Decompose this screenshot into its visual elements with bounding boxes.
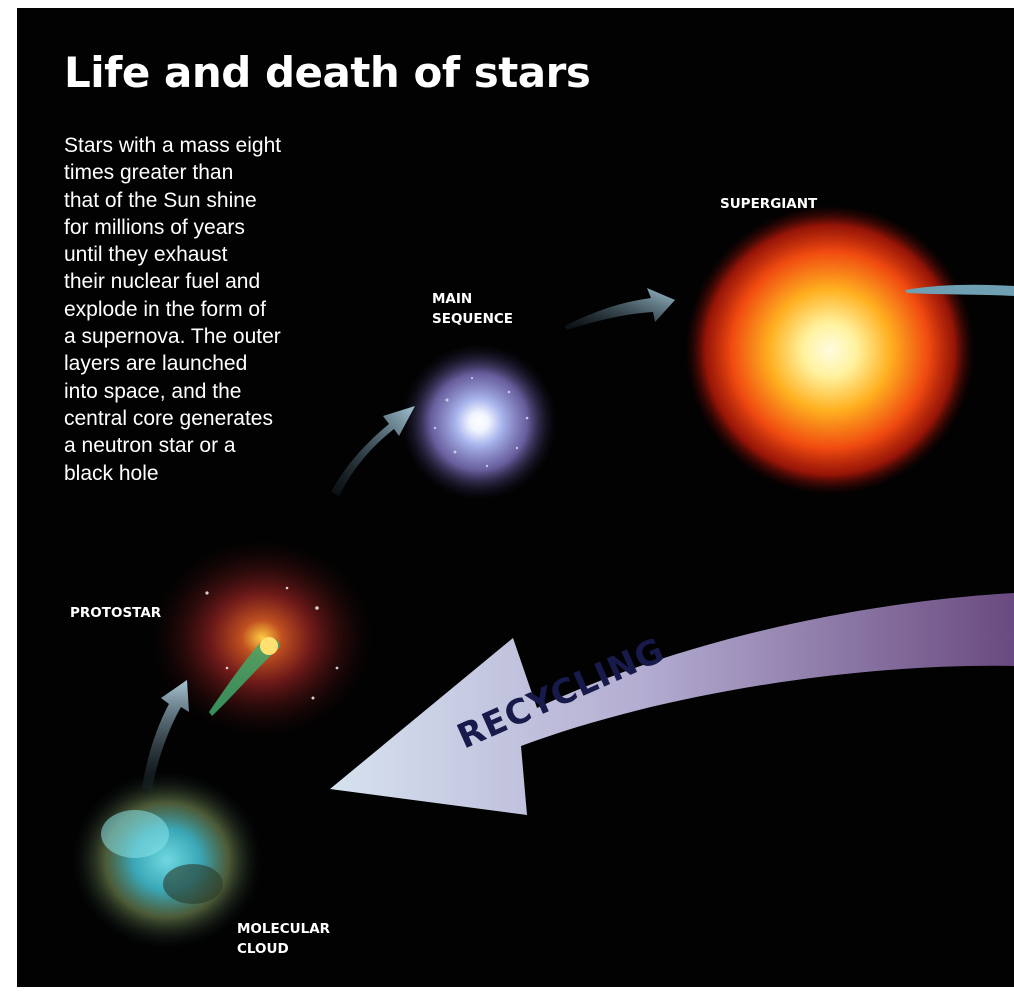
recycling-label: RECYCLING bbox=[451, 630, 670, 757]
infographic-panel: Life and death of stars Stars with a mas… bbox=[17, 8, 1014, 987]
recycling-label-layer: RECYCLING bbox=[17, 8, 1014, 987]
